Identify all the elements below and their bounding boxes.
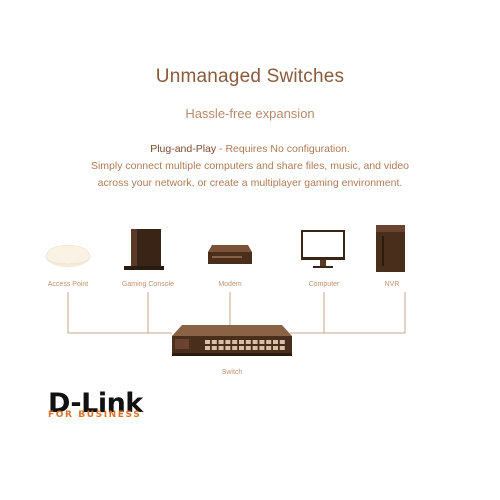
page-title: Unmanaged Switches [155,66,345,87]
switch-port [211,340,217,344]
switch-port [252,346,258,350]
switch-port [259,346,265,350]
switch-port [218,340,224,344]
switch-port [279,346,285,350]
switch-port [252,340,258,344]
switch-port [225,340,231,344]
switch-port [259,340,265,344]
device-label-nvr: NVR [384,281,400,288]
switch-port [205,346,210,350]
device-label-modem: Modem [218,281,242,288]
device-label-gaming-console: Gaming Console [121,281,175,288]
switch-port [266,346,272,350]
network-switch-icon [172,325,292,356]
switch-port [279,340,285,344]
switch-ports [205,340,285,350]
computer-icon [301,230,345,268]
switch-port [245,340,251,344]
switch-port [239,346,244,350]
switch-port [218,346,224,350]
switch-port [266,340,272,344]
description: Plug-and-Play - Requires No configuratio… [0,141,500,192]
description-line-3: across your network, or create a multipl… [97,177,403,189]
access-point-icon [45,244,91,267]
switch-port [225,346,231,350]
switch-port [232,340,238,344]
nvr-icon [376,225,405,272]
switch-port [239,340,244,344]
dlink-logo: D-Link [48,388,143,419]
switch-port [232,346,238,350]
gaming-console-icon [124,229,164,270]
device-label-switch: Switch [221,369,243,376]
connection-lines [67,292,406,334]
description-emphasis: Plug-and-Play [150,143,217,155]
switch-port [205,340,210,344]
description-line-1-rest: - Requires No configuration. [216,143,350,155]
switch-port [273,346,278,350]
description-line-1: Plug-and-Play - Requires No configuratio… [0,141,500,158]
switch-port [245,346,251,350]
page-subtitle: Hassle-free expansion [185,106,315,121]
device-label-access-point: Access Point [47,281,89,288]
description-line-2: Simply connect multiple computers and sh… [90,160,410,172]
switch-port [273,340,278,344]
device-label-computer: Computer [308,281,340,288]
modem-icon [208,245,252,264]
switch-port [211,346,217,350]
logo-tagline: FOR BUSINESS [48,410,142,420]
